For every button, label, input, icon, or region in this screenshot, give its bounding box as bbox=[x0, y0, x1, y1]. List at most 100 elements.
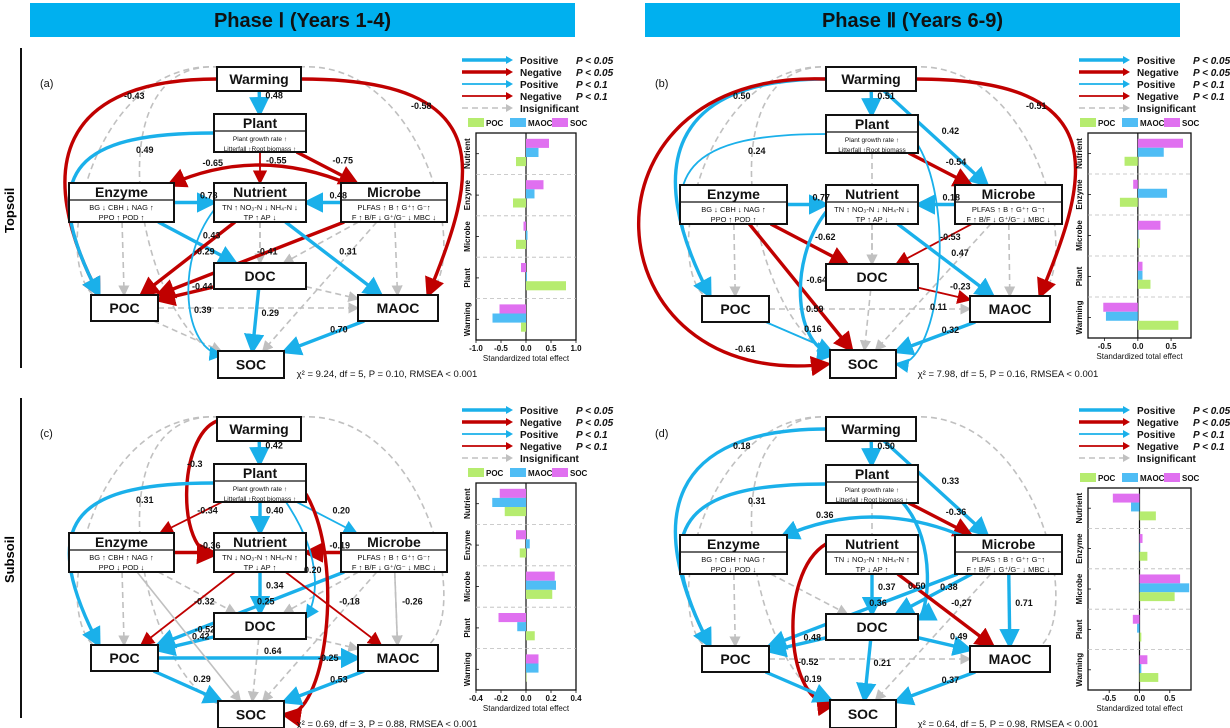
bar-soc-enzyme bbox=[516, 530, 526, 540]
chart-legend-label: POC bbox=[486, 469, 504, 478]
legend-label: Insignificant bbox=[1137, 104, 1197, 115]
legend-p-value: P < 0.05 bbox=[576, 68, 614, 79]
bar-maoc-plant bbox=[1137, 270, 1143, 280]
node-title: SOC bbox=[236, 707, 266, 723]
legend-label: Insignificant bbox=[1137, 454, 1197, 465]
legend-arrowhead bbox=[1123, 430, 1130, 438]
legend-arrowhead bbox=[506, 104, 513, 112]
node-box bbox=[340, 532, 448, 573]
legend-arrowhead bbox=[506, 430, 513, 438]
legend-label: Positive bbox=[1137, 406, 1176, 417]
node-title: Enzyme bbox=[95, 184, 148, 200]
path-coefficient: 0.48 bbox=[330, 191, 348, 201]
bar-soc-microbe bbox=[1139, 574, 1181, 584]
path-coefficient: -0.3 bbox=[187, 459, 203, 469]
node-title: POC bbox=[720, 651, 750, 667]
node-title: MAOC bbox=[377, 300, 420, 316]
node-subtext: Litterfall ↑Root biomass ↑ bbox=[224, 146, 297, 153]
legend-label: Negative bbox=[520, 92, 562, 103]
path-coefficient: 0.50 bbox=[908, 581, 926, 591]
path-microbe-to-doc bbox=[893, 572, 973, 616]
y-tick-label: Microbe bbox=[1075, 573, 1084, 604]
node-box bbox=[679, 534, 788, 575]
y-tick-label: Nutrient bbox=[1075, 138, 1084, 169]
node-subtext: BG ↓ CBH ↓ NAG ↑ bbox=[89, 203, 154, 212]
node-box bbox=[213, 612, 307, 640]
path-coefficient: 0.59 bbox=[806, 304, 824, 314]
node-box bbox=[954, 184, 1063, 225]
path-coefficient: 0.50 bbox=[733, 91, 751, 101]
path-coefficient: -0.18 bbox=[339, 597, 360, 607]
path-coefficient: 0.64 bbox=[264, 646, 282, 656]
bar-poc-enzyme bbox=[1119, 197, 1138, 207]
path-coefficient: 0.42 bbox=[265, 441, 283, 451]
bar-poc-plant bbox=[1139, 632, 1142, 642]
chart-legend-swatch-soc bbox=[552, 118, 568, 127]
legend-arrowhead bbox=[506, 80, 513, 88]
bar-poc-microbe bbox=[526, 589, 553, 599]
node-subtext: TN ↑ NO₃-N ↓ NH₄-N ↓ bbox=[222, 203, 298, 212]
node-title: Enzyme bbox=[95, 534, 148, 550]
node-title: Nutrient bbox=[845, 536, 899, 552]
bar-poc-enzyme bbox=[519, 548, 526, 558]
y-tick-label: Enzyme bbox=[1075, 179, 1084, 210]
node-title: SOC bbox=[236, 357, 266, 373]
chart-legend-swatch-poc bbox=[468, 468, 484, 477]
path-microbe-to-maoc bbox=[999, 573, 1020, 650]
path-plant-to-microbe bbox=[295, 150, 360, 185]
path-maoc-to-soc bbox=[892, 320, 976, 356]
path-nutrient-to-soc bbox=[187, 209, 224, 361]
node-title: Plant bbox=[855, 466, 890, 482]
path-plant-to-doc bbox=[901, 501, 938, 621]
bar-soc-enzyme bbox=[526, 180, 544, 190]
node-title: Microbe bbox=[982, 536, 1036, 552]
path-coefficient: 0.37 bbox=[878, 582, 896, 592]
path-doc-to-maoc bbox=[917, 635, 974, 656]
node-subtext: TN ↓ NO₃-N ↑ NH₄-N ↑ bbox=[222, 553, 298, 562]
node-box bbox=[357, 644, 439, 672]
path-plant-to-microbe bbox=[908, 501, 974, 537]
legend-p-value: P < 0.05 bbox=[576, 418, 614, 429]
bar-soc-nutrient bbox=[1112, 493, 1140, 503]
path-coefficient: -0.58 bbox=[411, 101, 432, 111]
bar-poc-plant bbox=[526, 281, 566, 291]
path-plant-to-microbe bbox=[296, 501, 359, 534]
legend-item: Insignificant bbox=[1079, 104, 1197, 115]
legend-p-value: P < 0.05 bbox=[1193, 406, 1230, 417]
legend-label: Insignificant bbox=[520, 104, 580, 115]
bar-soc-microbe bbox=[523, 221, 526, 231]
chart-legend-label: SOC bbox=[570, 469, 588, 478]
path-coefficient: -0.27 bbox=[951, 598, 972, 608]
legend-label: Negative bbox=[1137, 92, 1179, 103]
legend-arrowhead bbox=[506, 454, 513, 462]
node-box bbox=[701, 645, 770, 673]
bar-poc-enzyme bbox=[1139, 551, 1148, 561]
insignificant-path bbox=[859, 289, 872, 352]
path-coefficient: -0.51 bbox=[1026, 101, 1047, 111]
panel-label: (d) bbox=[655, 428, 668, 440]
subsoil-rule bbox=[20, 398, 22, 718]
path-coefficient: -0.44 bbox=[192, 281, 213, 291]
node-box bbox=[216, 66, 302, 92]
path-coefficient: -0.64 bbox=[806, 275, 827, 285]
node-box bbox=[954, 534, 1063, 575]
x-tick-label: -0.2 bbox=[494, 694, 508, 703]
node-title: POC bbox=[720, 301, 750, 317]
node-subtext: TN ↑ NO₃-N ↓ NH₄-N ↓ bbox=[834, 205, 910, 214]
node-soc: SOC bbox=[217, 350, 285, 379]
chart-legend-swatch-soc bbox=[552, 468, 568, 477]
path-coefficient: -0.54 bbox=[946, 157, 967, 167]
node-box bbox=[825, 534, 919, 575]
legend-p-value: P < 0.1 bbox=[576, 92, 608, 103]
legend-arrowhead bbox=[506, 442, 513, 450]
y-tick-label: Microbe bbox=[463, 221, 472, 252]
y-tick-label: Warming bbox=[1075, 653, 1084, 687]
path-maoc-to-soc bbox=[280, 669, 365, 706]
